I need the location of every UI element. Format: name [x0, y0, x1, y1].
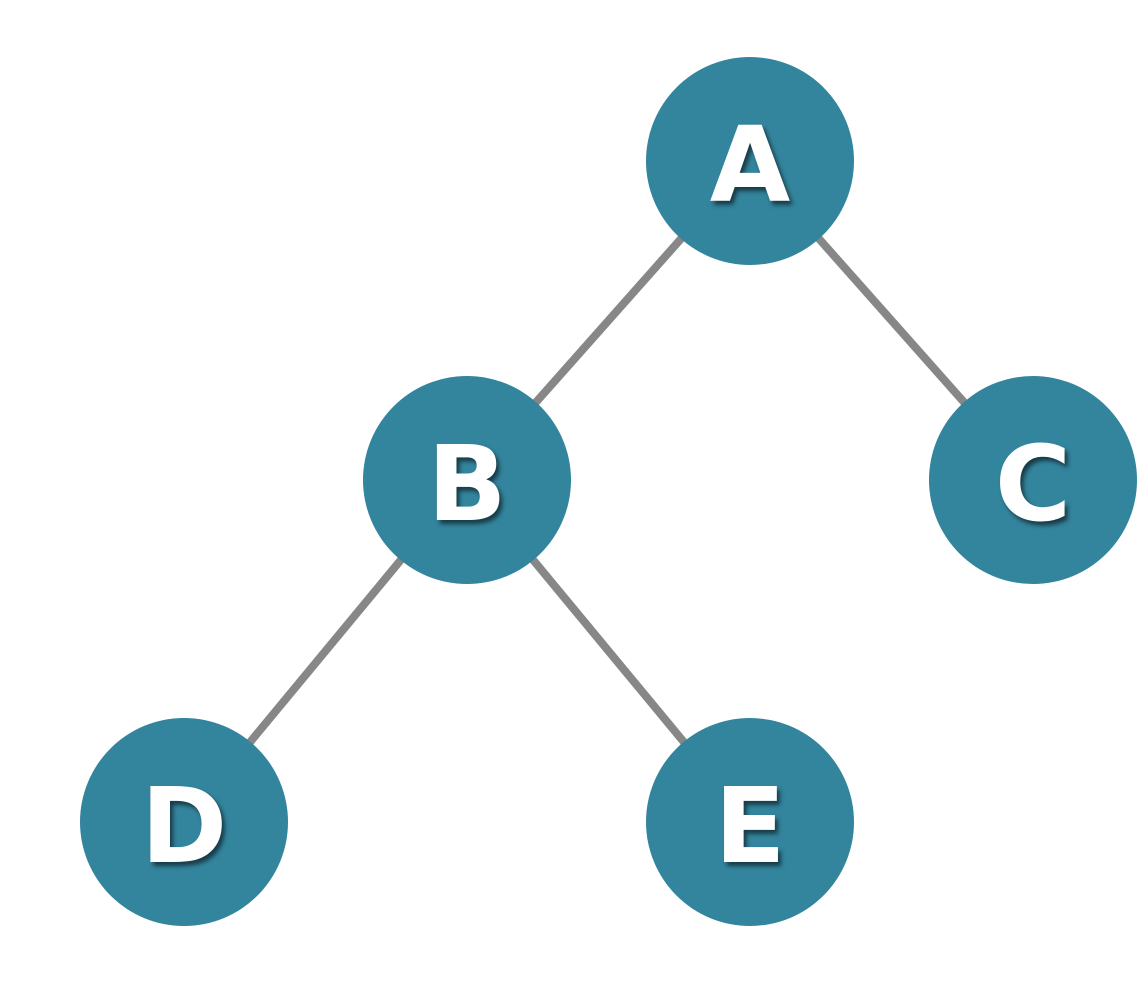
edges-layer	[180, 158, 1036, 825]
node-b-circle	[363, 376, 571, 584]
node-d-circle	[80, 718, 288, 926]
node-b-label: B	[427, 423, 506, 545]
node-a: A	[646, 57, 854, 265]
node-c-circle	[929, 376, 1137, 584]
node-e-circle	[646, 718, 854, 926]
node-d: D	[80, 718, 288, 926]
nodes-layer: A B C D E	[80, 57, 1137, 926]
node-a-circle	[646, 57, 854, 265]
node-a-label: A	[710, 104, 791, 226]
node-b: B	[363, 376, 571, 584]
node-e-label: E	[714, 765, 785, 887]
node-e: E	[646, 718, 854, 926]
node-c: C	[929, 376, 1137, 584]
node-d-label: D	[141, 765, 227, 887]
node-c-label: C	[995, 423, 1071, 545]
